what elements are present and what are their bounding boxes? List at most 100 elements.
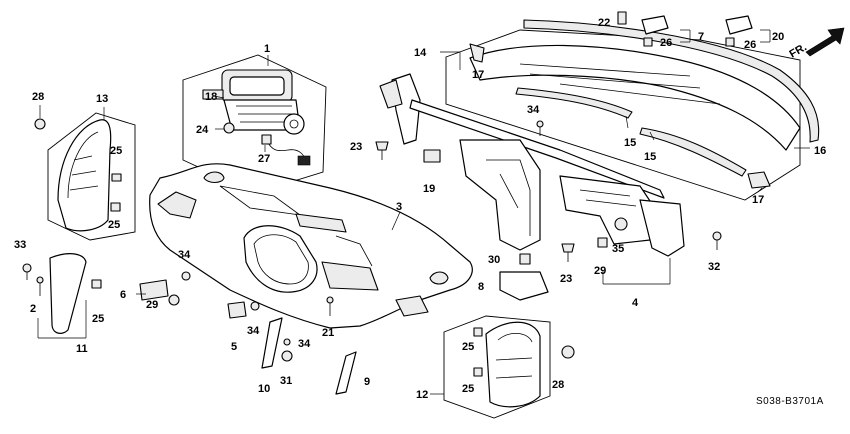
clip-19 [423,149,441,163]
callout: 25 [462,341,474,353]
right-cover-frame [443,315,551,419]
clip-25-lower [110,202,121,212]
clip-2 [36,276,44,284]
callout: 2 [30,303,36,315]
airbag-clip [261,134,272,145]
callout: 34 [298,338,311,350]
screw-21 [326,296,334,304]
clip-25-upper [111,173,122,182]
callout: 23 [560,273,572,285]
cluster-opening [243,225,318,293]
windshield-weatherstrip [523,19,820,143]
clip-7 [641,15,669,35]
defroster-duct-left [515,87,633,119]
clip-6 [139,279,169,301]
airbag-nut [223,122,235,134]
callout: 18 [205,91,217,103]
callout: 7 [698,31,704,43]
defroster-upper-panel [469,44,801,151]
airbag-module-group [182,54,327,194]
bolt-22 [617,11,627,25]
callout: 31 [280,375,292,387]
callout: 32 [708,261,720,273]
callout: 29 [146,299,158,311]
callout: 19 [423,183,435,195]
dash-center-pocket [321,261,379,291]
callout: 5 [231,341,237,353]
right-side-cover-group [430,315,551,419]
left-side-cover-group [34,105,136,241]
screw-34-left [181,271,191,281]
screw-34-b [250,301,260,311]
clip-25-r1 [473,327,483,337]
trim-10 [261,317,283,369]
dash-left-vent [157,191,197,219]
bolt-30 [519,253,531,265]
right-side-cover [485,321,541,408]
callout: 28 [32,91,44,103]
dash-lower-vent [395,295,429,317]
clip-25-lower-left [91,279,102,289]
callout: 6 [120,289,126,301]
callout: 25 [110,145,122,157]
callout: 4 [632,297,639,309]
callout: 3 [396,201,402,213]
bracket-8 [499,271,549,301]
side-cover-panel [57,119,112,232]
callout: 25 [462,383,474,395]
clip-28-left [34,118,46,130]
clip-29-left [168,294,180,306]
airbag-cover-face [229,76,285,96]
lower-trim-11 [49,253,87,334]
diagram-reference-code: S038-B3701A [756,396,824,407]
callout: 33 [14,239,26,251]
callout: 21 [322,327,334,339]
callout: 26 [660,37,672,49]
hanger-column-bracket [559,175,657,245]
dash-top-speaker [203,171,225,184]
hanger-center-stay [459,139,541,251]
screw-23-a [375,141,389,151]
callout: 11 [76,343,88,355]
dash-right-speaker [429,271,449,285]
defroster-group-frame [445,29,801,201]
callout: 24 [196,124,209,136]
airbag-label-plate [202,89,224,100]
dashboard-panel [149,163,473,329]
dashboard-body [149,163,473,329]
callout: 17 [472,69,484,81]
front-arrow-icon [805,27,845,57]
hanger-cross-beam [409,99,665,199]
callout: 8 [478,281,484,293]
clip-26-a [643,37,653,47]
clip-17-right [747,171,771,189]
callout: 16 [814,145,826,157]
screw-23-b [561,243,575,253]
callout: 26 [744,39,756,51]
front-direction-indicator: FR. [788,27,845,61]
callout: 29 [594,265,606,277]
callout: 15 [644,151,656,163]
callout: 17 [752,194,764,206]
callout: 23 [350,141,362,153]
callout-labels: 1 2 3 4 5 6 7 8 9 10 11 12 13 14 15 15 1… [14,17,826,401]
hardware-parts [22,11,753,395]
clip-5 [227,301,247,319]
screw-34-c [283,338,291,346]
callout: 1 [264,43,270,55]
callout: 10 [258,383,270,395]
clip-29-right [597,237,608,248]
callout: 15 [624,137,636,149]
airbag-group-frame [182,54,327,194]
clip-25-r2 [473,367,483,377]
bolt-31 [281,350,293,362]
clip-26-b [725,37,735,47]
front-direction-label: FR. [788,41,809,60]
screw-33 [22,263,32,273]
steering-hanger-beam [379,73,685,285]
dash-center-vent [295,213,347,233]
hanger-right-bracket [639,199,685,257]
callout: 22 [598,17,610,29]
screw-34-top [536,120,544,128]
